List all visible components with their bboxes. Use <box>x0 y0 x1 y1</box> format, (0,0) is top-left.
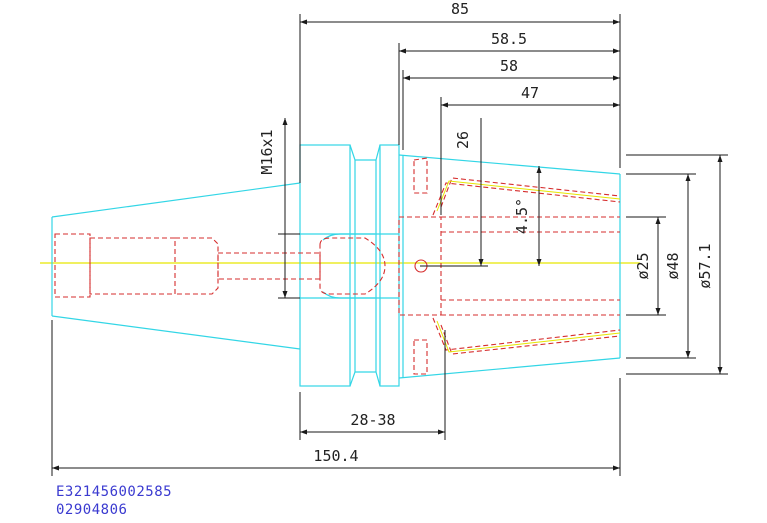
dim-26: 26 <box>454 131 472 149</box>
dim-58: 58 <box>500 57 518 75</box>
dimension-lines <box>51 14 728 476</box>
dim-range: 28-38 <box>350 411 395 429</box>
dim-dia-25: ø25 <box>634 252 652 279</box>
dim-total-length: 150.4 <box>313 447 358 465</box>
dim-overall-length: 85 <box>451 0 469 18</box>
flange-outline <box>299 144 400 387</box>
part-number: E321456002585 <box>56 484 173 500</box>
dim-dia-48: ø48 <box>664 252 682 279</box>
dim-47: 47 <box>521 84 539 102</box>
dim-58-5: 58.5 <box>491 30 527 48</box>
dim-angle: 4.5° <box>513 198 531 234</box>
nose-outline <box>398 154 621 379</box>
hidden-lines <box>54 157 621 375</box>
dim-dia-57-1: ø57.1 <box>696 243 714 288</box>
ref-number: 02904806 <box>56 502 128 518</box>
taper-shank-outline <box>51 182 301 350</box>
dim-thread: M16x1 <box>258 129 276 174</box>
